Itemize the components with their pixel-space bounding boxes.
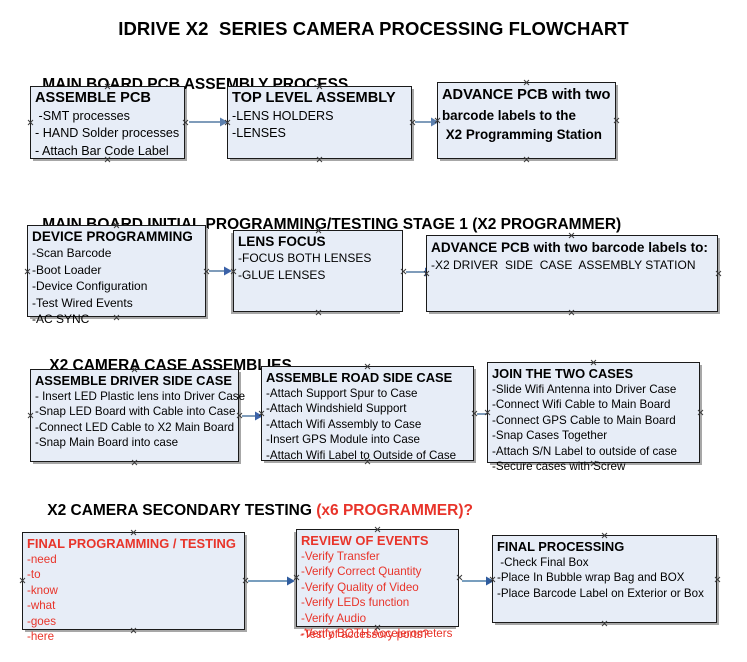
node-line: -Verify Quality of Video <box>301 580 419 594</box>
node-line: -Attach Windshield Support <box>266 402 407 415</box>
node-line: -Attach S/N Label to outside of case <box>492 444 677 458</box>
node-title: ASSEMBLE ROAD SIDE CASE <box>266 370 453 385</box>
node-line: -Scan Barcode <box>32 246 112 261</box>
node-title: FINAL PROCESSING <box>497 539 625 554</box>
node-lens-focus[interactable]: LENS FOCUS -FOCUS BOTH LENSES -GLUE LENS… <box>233 230 403 312</box>
arrow-device-programming-to-lens-focus <box>209 266 232 276</box>
section-header-text: X2 CAMERA SECONDARY TESTING <box>47 502 317 519</box>
node-line: - HAND Solder processes <box>35 126 180 141</box>
node-line: -Device Configuration <box>32 279 148 294</box>
node-final-programming-testing[interactable]: FINAL PROGRAMMING / TESTING -need -to -k… <box>22 532 245 643</box>
node-line: -X2 DRIVER SIDE CASE ASSEMBLY STATION <box>431 257 696 272</box>
node-line: -SMT processes <box>35 108 130 123</box>
node-line: -what <box>27 599 56 612</box>
node-title: LENS FOCUS <box>238 234 326 249</box>
node-line: - Attach Bar Code Label <box>35 143 169 158</box>
node-line: -Verify Correct Quantity <box>301 565 422 578</box>
node-line: -Snap Cases Together <box>492 429 608 442</box>
node-title: DEVICE PROGRAMMING <box>32 229 193 244</box>
node-title: REVIEW OF EVENTS <box>301 533 429 548</box>
node-advance-pcb-driver-side[interactable]: ADVANCE PCB with two barcode labels to: … <box>426 235 718 312</box>
node-line: -Connect LED Cable to X2 Main Board <box>35 420 235 434</box>
node-line: -here <box>27 630 55 643</box>
node-line: -Place In Bubble wrap Bag and BOX <box>497 571 685 584</box>
node-line: -Test Wired Events <box>32 295 133 310</box>
node-line: -to <box>27 568 41 581</box>
node-title: ASSEMBLE PCB <box>35 90 151 106</box>
arrow-top-level-to-advance-pcb <box>415 117 439 127</box>
node-line: -LENSES <box>232 126 286 141</box>
arrow-assemble-pcb-to-top-level <box>189 117 228 127</box>
node-line: -Connect Wifi Cable to Main Board <box>492 398 671 411</box>
node-line: -Snap LED Board with Cable into Case <box>35 405 236 418</box>
node-line: -LENS HOLDERS <box>232 108 334 123</box>
node-line: -Boot Loader <box>32 262 102 277</box>
node-final-processing[interactable]: FINAL PROCESSING -Check Final Box -Place… <box>492 535 717 623</box>
node-line: X2 Programming Station <box>442 127 602 142</box>
node-join-the-two-cases[interactable]: JOIN THE TWO CASES -Slide Wifi Antenna i… <box>487 362 700 473</box>
node-line: barcode labels to the <box>442 107 576 123</box>
node-title: TOP LEVEL ASSEMBLY <box>232 90 396 106</box>
node-line: -Connect GPS Cable to Main Board <box>492 413 676 427</box>
node-line: -Snap Main Board into case <box>35 436 179 449</box>
node-assemble-pcb[interactable]: ASSEMBLE PCB -SMT processes - HAND Solde… <box>30 86 185 159</box>
node-assemble-driver-side-case[interactable]: ASSEMBLE DRIVER SIDE CASE - Insert LED P… <box>30 369 246 462</box>
node-advance-pcb-to-station[interactable]: ADVANCE PCB with two barcode labels to t… <box>437 82 616 159</box>
node-line: -Verify Transfer <box>301 549 380 563</box>
node-line: -know <box>27 583 58 597</box>
node-title: JOIN THE TWO CASES <box>492 366 634 381</box>
page-title: IDRIVE X2 SERIES CAMERA PROCESSING FLOWC… <box>118 18 629 39</box>
node-line: -Attach Support Spur to Case <box>266 386 418 400</box>
section-header-secondary-testing: X2 CAMERA SECONDARY TESTING (x6 PROGRAMM… <box>30 484 473 538</box>
node-line: -Attach Wifi Label to Outside of Case <box>266 448 457 462</box>
node-title: ADVANCE PCB with two <box>442 87 611 103</box>
arrow-final-programming-to-review <box>248 576 295 586</box>
node-line: -FOCUS BOTH LENSES <box>238 251 372 266</box>
node-line: -need <box>27 552 57 566</box>
node-title: ASSEMBLE DRIVER SIDE CASE <box>35 373 232 388</box>
node-assemble-road-side-case[interactable]: ASSEMBLE ROAD SIDE CASE -Attach Support … <box>261 366 474 462</box>
node-review-of-events[interactable]: REVIEW OF EVENTS -Verify Transfer -Verif… <box>296 529 459 640</box>
node-title: FINAL PROGRAMMING / TESTING <box>27 536 236 551</box>
node-line: -Check Final Box <box>497 555 589 569</box>
node-line: -AC SYNC <box>32 312 90 327</box>
node-line: -Insert GPS Module into Case <box>266 433 421 446</box>
node-line: -Slide Wifi Antenna into Driver Case <box>492 382 677 396</box>
node-overflow-line-review-of-events: -Test of accessory ports? <box>300 628 429 641</box>
node-top-level-assembly[interactable]: TOP LEVEL ASSEMBLY -LENS HOLDERS -LENSES <box>227 86 412 159</box>
arrow-review-to-final-processing <box>462 576 494 586</box>
node-line: -Verify BOTH Accelerometers <box>301 627 453 640</box>
node-line: -goes <box>27 614 57 628</box>
node-line: -Place Barcode Label on Exterior or Box <box>497 586 704 600</box>
node-title: ADVANCE PCB with two barcode labels to: <box>431 240 708 255</box>
node-line: -Attach Wifi Assembly to Case <box>266 417 422 431</box>
node-line: -Verify LEDs function <box>301 596 410 609</box>
node-line: -GLUE LENSES <box>238 267 326 282</box>
node-line: -Secure cases with Screw <box>492 460 626 473</box>
section-header-accent-text: (x6 PROGRAMMER)? <box>316 502 473 519</box>
node-line: - Insert LED Plastic lens into Driver Ca… <box>35 389 246 403</box>
node-device-programming[interactable]: DEVICE PROGRAMMING -Scan Barcode -Boot L… <box>27 225 206 326</box>
node-line: -Verify Audio <box>301 611 367 625</box>
arrow-driver-case-to-road-case <box>242 411 263 421</box>
